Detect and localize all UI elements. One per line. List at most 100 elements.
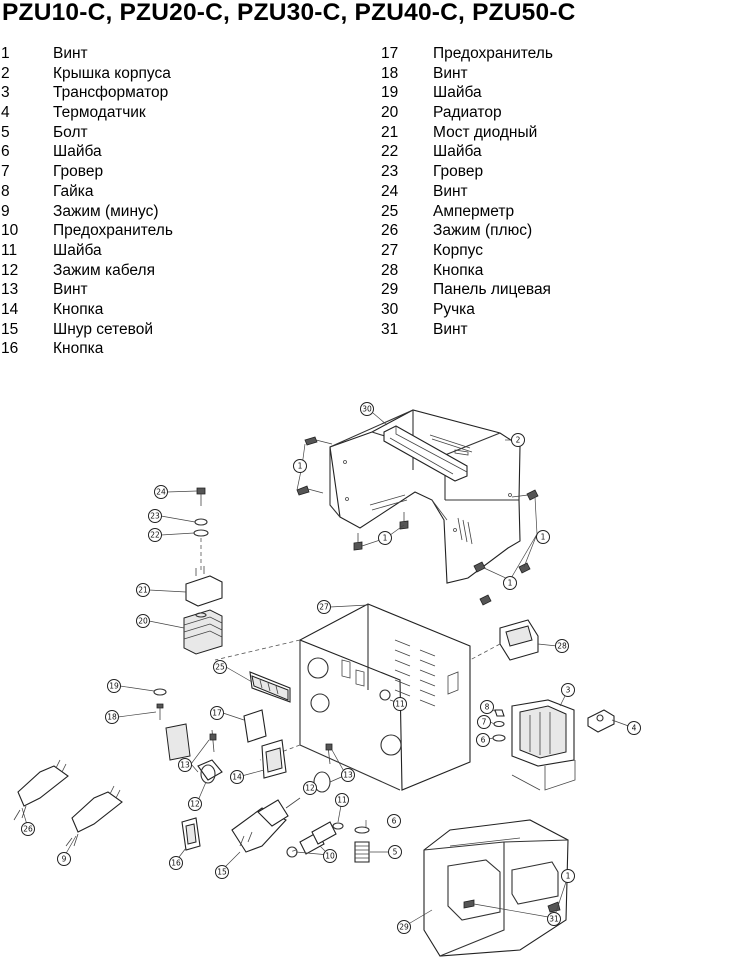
svg-text:1: 1 — [508, 579, 513, 588]
callout-13-left: 13 — [178, 758, 192, 772]
thermal-sensor — [587, 709, 615, 733]
svg-text:5: 5 — [393, 848, 398, 857]
svg-text:26: 26 — [23, 825, 33, 834]
part-name: Панель лицевая — [433, 281, 551, 299]
part-name: Предохранитель — [433, 45, 553, 62]
part-number: 6 — [1, 143, 10, 161]
part-number: 28 — [381, 261, 399, 279]
main-body — [214, 603, 471, 791]
svg-text:3: 3 — [566, 686, 571, 695]
bolt-5 — [354, 826, 370, 863]
svg-text:13: 13 — [343, 771, 353, 780]
part-number: 5 — [1, 123, 10, 141]
callout-14: 14 — [230, 770, 244, 784]
callout-16: 16 — [169, 856, 183, 870]
screw-18 — [153, 688, 167, 720]
svg-text:18: 18 — [107, 713, 117, 722]
svg-text:6: 6 — [392, 817, 397, 826]
callout-11-lower: 11 — [335, 793, 349, 807]
part-number: 31 — [381, 320, 399, 338]
svg-text:8: 8 — [485, 703, 490, 712]
callout-7: 7 — [477, 715, 491, 729]
svg-text:31: 31 — [549, 915, 559, 924]
callout-25: 25 — [213, 660, 227, 674]
part-number: 19 — [381, 84, 399, 102]
part-name: Шайба — [53, 143, 102, 161]
list-item: 5 Болт — [0, 123, 173, 143]
part-name: Мост диодный — [433, 123, 538, 141]
callout-1-left: 1 — [293, 459, 307, 473]
callout-1-right: 1 — [536, 530, 550, 544]
fuse-assembly — [286, 821, 344, 858]
list-item: 4 Термодатчик — [0, 103, 173, 123]
svg-text:17: 17 — [212, 709, 222, 718]
svg-text:23: 23 — [150, 512, 160, 521]
part-name: Винт — [433, 320, 468, 338]
cable-clamp-a — [197, 729, 223, 784]
button-14 — [261, 739, 287, 779]
button-28 — [469, 619, 539, 661]
part-name: Гровер — [433, 163, 484, 181]
svg-text:27: 27 — [319, 603, 329, 612]
part-number: 29 — [381, 281, 399, 299]
transformer-fasteners — [492, 709, 506, 742]
callout-1-bottom: 1 — [378, 531, 392, 545]
callout-29: 29 — [397, 920, 411, 934]
callout-30: 30 — [360, 402, 374, 416]
handle — [383, 425, 468, 482]
callout-12-right: 12 — [303, 781, 317, 795]
callout-15: 15 — [215, 865, 229, 879]
part-number: 25 — [381, 202, 399, 220]
svg-text:29: 29 — [399, 923, 409, 932]
svg-text:21: 21 — [138, 586, 148, 595]
callout-21: 21 — [136, 583, 150, 597]
part-number: 22 — [381, 143, 399, 161]
callout-19: 19 — [107, 679, 121, 693]
part-number: 1 — [1, 45, 10, 62]
svg-text:7: 7 — [482, 718, 487, 727]
part-number: 18 — [381, 64, 399, 82]
part-name: Винт — [53, 281, 88, 299]
callout-8: 8 — [480, 700, 494, 714]
svg-text:1: 1 — [541, 533, 546, 542]
svg-text:15: 15 — [217, 868, 227, 877]
part-name: Кнопка — [53, 340, 104, 358]
ammeter — [249, 671, 291, 703]
callout-2: 2 — [511, 433, 525, 447]
part-name: Термодатчик — [53, 104, 146, 122]
callout-18: 18 — [105, 710, 119, 724]
part-number: 15 — [1, 320, 19, 338]
svg-text:4: 4 — [632, 724, 637, 733]
callout-13-right: 13 — [341, 768, 355, 782]
part-name: Кнопка — [53, 300, 104, 318]
callout-6-upper: 6 — [476, 733, 490, 747]
callout-28: 28 — [555, 639, 569, 653]
svg-text:11: 11 — [337, 796, 347, 805]
svg-text:6: 6 — [481, 736, 486, 745]
part-number: 24 — [381, 182, 399, 200]
callout-27: 27 — [317, 600, 331, 614]
callout-11-upper: 11 — [393, 697, 407, 711]
callout-20: 20 — [136, 614, 150, 628]
part-name: Ручка — [433, 300, 475, 318]
callout-4: 4 — [627, 721, 641, 735]
part-number: 4 — [1, 104, 10, 122]
part-name: Болт — [53, 123, 88, 141]
svg-text:2: 2 — [516, 436, 521, 445]
callout-1-lower: 1 — [503, 576, 517, 590]
svg-text:12: 12 — [190, 800, 200, 809]
callout-5: 5 — [388, 845, 402, 859]
callout-24: 24 — [154, 485, 168, 499]
svg-text:1: 1 — [566, 872, 571, 881]
part-number: 23 — [381, 163, 399, 181]
